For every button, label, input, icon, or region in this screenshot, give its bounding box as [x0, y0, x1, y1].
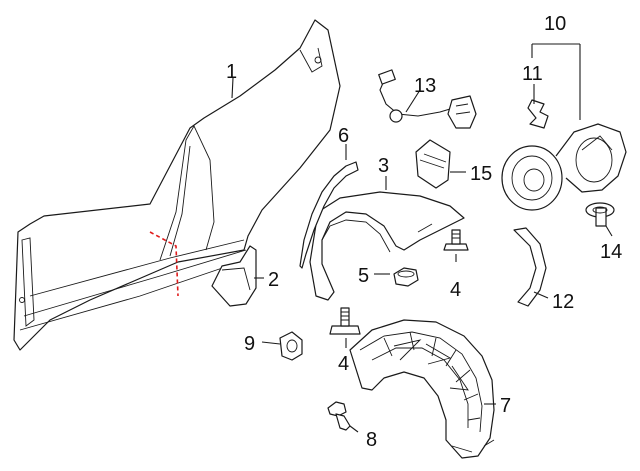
part-stud-lower: [329, 307, 361, 335]
part-actuator: [415, 139, 451, 189]
part-drain-hose: [513, 227, 547, 307]
part-bolt: [585, 202, 615, 227]
callout-10: 10: [544, 13, 566, 35]
callout-1: 1: [226, 61, 237, 83]
part-moulding: [299, 161, 359, 269]
callout-11: 11: [522, 63, 543, 85]
callout-3: 3: [378, 155, 389, 177]
callout-5: 5: [358, 265, 369, 287]
part-fender: [309, 191, 465, 301]
part-bracket: [211, 245, 257, 307]
part-nut: [393, 267, 419, 287]
callout-4b: 4: [338, 353, 349, 375]
cut-line: [149, 231, 179, 297]
part-spring: [527, 99, 549, 129]
leader-lines: [231, 43, 613, 433]
callout-14: 14: [600, 241, 622, 263]
part-harness: [378, 69, 477, 129]
callout-13: 13: [414, 75, 436, 97]
part-screw: [327, 401, 351, 431]
callout-2: 2: [268, 269, 279, 291]
part-wheelhouse-liner: [349, 319, 495, 459]
callout-15: 15: [470, 163, 492, 185]
callout-6: 6: [338, 125, 349, 147]
callout-9: 9: [244, 333, 255, 355]
part-stud-upper: [443, 229, 469, 251]
callout-12: 12: [552, 291, 574, 313]
callout-7: 7: [500, 395, 511, 417]
part-fuel-door: [501, 123, 627, 211]
part-clip: [279, 331, 303, 361]
part-quarter-panel: [13, 19, 341, 351]
callout-4a: 4: [450, 279, 461, 301]
callout-8: 8: [366, 429, 377, 451]
callouts: 1 2 3 4 4 5 6 7 8 9 10 11 12 13 14 15: [226, 13, 622, 451]
